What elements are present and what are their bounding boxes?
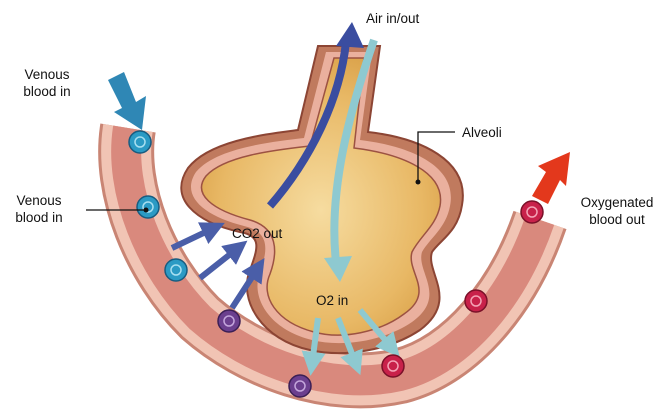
air-label: Air in/out (366, 10, 419, 27)
blood-cell-blue (165, 259, 187, 281)
blood-cell-purple (289, 375, 311, 397)
blood-cell-red (382, 355, 404, 377)
blood-cell-blue (129, 131, 151, 153)
oxygenated-label: Oxygenated blood out (574, 194, 660, 228)
venous-top-label-line1: Venous (14, 66, 80, 83)
venous-in-arrow (108, 72, 146, 130)
air-out-arrowhead (336, 22, 364, 48)
oxygenated-label-line1: Oxygenated (574, 194, 660, 211)
blood-cell-purple (218, 310, 240, 332)
venous-top-label-line2: blood in (14, 83, 80, 100)
blood-cell-red (521, 201, 543, 223)
co2-arrow (172, 228, 214, 248)
alveoli-leader-dot (416, 180, 421, 185)
o2-in-label: O2 in (316, 292, 348, 309)
co2-out-label: CO2 out (232, 225, 282, 242)
co2-arrow (200, 248, 238, 278)
oxygenated-label-line2: blood out (574, 211, 660, 228)
venous-top-label: Venous blood in (14, 66, 80, 100)
venous-side-label: Venous blood in (4, 192, 74, 226)
alveoli-label: Alveoli (462, 124, 502, 141)
venous-side-label-line2: blood in (4, 209, 74, 226)
venous-side-label-line1: Venous (4, 192, 74, 209)
blood-cell-red (465, 290, 487, 312)
blood-cell-blue (137, 196, 159, 218)
oxygenated-out-arrow (532, 152, 570, 204)
venous-side-leader-dot (144, 208, 149, 213)
